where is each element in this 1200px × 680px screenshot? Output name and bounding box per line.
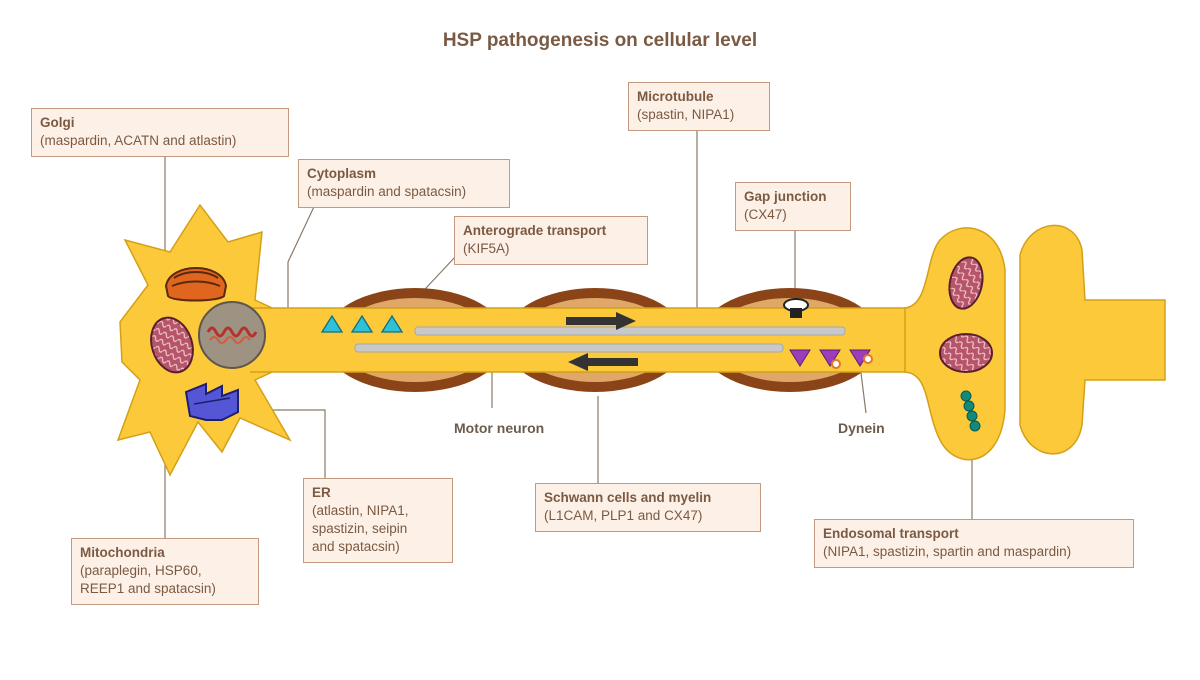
microtubule-label: Microtubule (spastin, NIPA1) (628, 82, 770, 131)
mito-label-title: Mitochondria (80, 545, 165, 560)
gap-junction-label: Gap junction (CX47) (735, 182, 851, 231)
endo-label-detail: (NIPA1, spastizin, spartin and maspardin… (823, 544, 1072, 559)
kinesin-cargo-triangle (320, 314, 344, 333)
anterograde-label-detail: (KIF5A) (463, 241, 510, 256)
kinesin-cargo (320, 314, 404, 333)
golgi-apparatus (164, 267, 228, 302)
schwann-label-title: Schwann cells and myelin (544, 490, 712, 505)
cytoplasm-leader (287, 193, 321, 328)
motor-neuron-label: Motor neuron (454, 420, 545, 436)
kinesin-cargo-triangle (350, 314, 374, 333)
endo-label-title: Endosomal transport (823, 526, 959, 541)
microtubule (354, 343, 784, 353)
microtubule-label-detail: (spastin, NIPA1) (637, 107, 735, 122)
cytoplasm-label: Cytoplasm (maspardin and spatacsin) (298, 159, 510, 208)
cytoplasm-label-detail: (maspardin and spatacsin) (307, 184, 467, 199)
schwann-label-detail: (L1CAM, PLP1 and CX47) (544, 508, 703, 523)
dynein-motor (863, 354, 873, 364)
transport-arrows (566, 312, 638, 371)
vesicle (963, 400, 975, 412)
dynein-label: Dynein (838, 420, 885, 436)
gap-junction (783, 298, 809, 318)
kinesin-cargo-triangle (380, 314, 404, 333)
anterograde-label-title: Anterograde transport (463, 223, 607, 238)
chromatin (206, 326, 258, 338)
vesicle (960, 390, 972, 402)
gap-label-detail: (CX47) (744, 207, 787, 222)
anterograde-transport-label: Anterograde transport (KIF5A) (454, 216, 648, 265)
terminal-mitochondria (939, 256, 993, 373)
schwann-cells-label: Schwann cells and myelin (L1CAM, PLP1 an… (535, 483, 761, 532)
er-label: ER (atlastin, NIPA1, spastizin, seipin a… (303, 478, 453, 563)
nucleus (198, 301, 266, 369)
dynein-cargo-triangle (819, 349, 841, 367)
retrograde-arrow (568, 353, 638, 371)
microtubules (354, 326, 846, 353)
golgi-label: Golgi (maspardin, ACATN and atlastin) (31, 108, 289, 157)
dynein-cargo (789, 349, 873, 369)
anterograde-arrow (566, 312, 636, 330)
gap-label-title: Gap junction (744, 189, 827, 204)
dynein-cargo-triangle (789, 349, 811, 367)
vesicle (966, 410, 978, 422)
cytoplasm-label-title: Cytoplasm (307, 166, 377, 181)
postsynaptic-cell (1019, 224, 1166, 455)
mito-label-detail: (paraplegin, HSP60, REEP1 and spatacsin) (80, 563, 216, 596)
er-label-detail: (atlastin, NIPA1, spastizin, seipin and … (312, 503, 409, 554)
endosomal-transport-label: Endosomal transport (NIPA1, spastizin, s… (814, 519, 1134, 568)
mitochondria-label: Mitochondria (paraplegin, HSP60, REEP1 a… (71, 538, 259, 605)
golgi-label-title: Golgi (40, 115, 75, 130)
microtubule-label-title: Microtubule (637, 89, 714, 104)
endosomal-vesicles (960, 390, 981, 432)
microtubule (414, 326, 846, 336)
endoplasmic-reticulum (184, 382, 239, 421)
soma-mitochondrion (150, 316, 194, 374)
er-label-title: ER (312, 485, 331, 500)
diagram-title: HSP pathogenesis on cellular level (442, 30, 758, 51)
dynein-motor (831, 359, 841, 369)
chromatin (209, 336, 251, 344)
terminal-mitochondrion (948, 256, 984, 310)
terminal-mitochondrion (939, 333, 993, 373)
golgi-label-detail: (maspardin, ACATN and atlastin) (40, 133, 237, 148)
vesicle (969, 420, 981, 432)
